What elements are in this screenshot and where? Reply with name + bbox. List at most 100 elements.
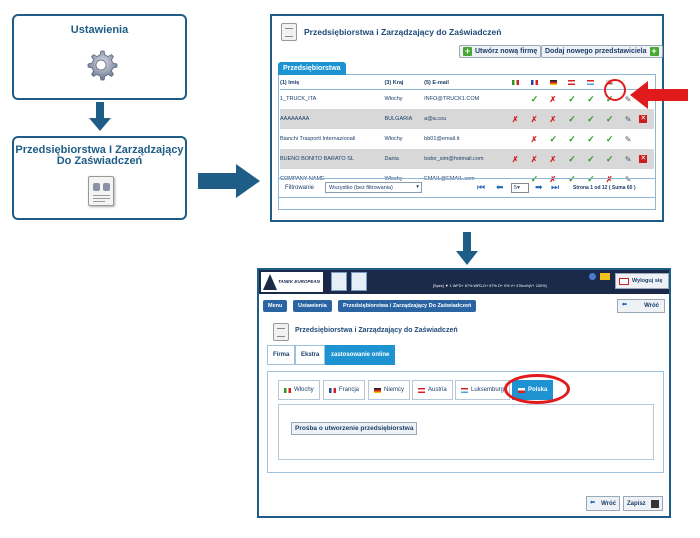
cell-name: AAAAAAAA [280,109,385,129]
breadcrumb-menu[interactable]: Menu [263,300,288,312]
first-page-icon[interactable]: ⏮ [477,182,486,192]
cell-status: ✓ [605,109,625,129]
document-icon [281,23,297,41]
document-icon [88,176,114,206]
prev-page-icon[interactable]: ⬅ [496,182,504,192]
cell-email: todor_sim@hotmail.com [424,149,512,169]
edit-icon[interactable]: ✎ [624,134,632,144]
back-label: Wróć [644,303,659,309]
tab-firma[interactable]: Firma [267,345,296,365]
card-reader-icon[interactable] [331,272,347,291]
cell-edit: ✎ [625,129,640,149]
col-country[interactable]: (3) Kraj [384,77,425,90]
edit-col [624,77,640,90]
chevron-down-icon: ▾ [416,184,419,190]
tab-france[interactable]: Francja [323,380,366,400]
page-size-select[interactable]: 5▾ [511,183,529,193]
tab-ekstra[interactable]: Ekstra [295,345,326,365]
arrow-down-icon [456,232,478,265]
flag-austria-icon [418,387,425,393]
edit-icon[interactable]: ✎ [624,114,632,124]
cell-status: ✗ [549,109,569,129]
filter-label: Filtrowanie [285,185,315,191]
delete-icon[interactable]: ✕ [639,155,648,163]
document-icon [273,323,289,341]
cell-delete: ✕ [639,149,654,169]
tab-online[interactable]: zastosowanie online [325,345,396,365]
edit-icon[interactable]: ✎ [624,174,632,184]
cell-status: ✗ [549,149,569,169]
edit-icon[interactable]: ✎ [624,154,632,164]
add-representative-button[interactable]: Dodaj nowego przedstawiciela + [541,45,663,58]
logout-button[interactable]: Wyloguj się [615,273,669,289]
flag-italy-icon [511,77,531,90]
red-arrow-icon [630,81,688,109]
request-company-button[interactable]: Prośba o utworzenie przedsiębiorstwa [291,422,418,435]
mail-icon[interactable] [600,273,610,280]
tab-companies[interactable]: Przedsiębiorstwa [278,62,346,75]
info-icon[interactable] [589,273,596,280]
back-button-bottom[interactable]: ⬅ Wróć [586,496,620,511]
cell-edit: ✎ [625,89,640,109]
next-page-icon[interactable]: ➡ [535,182,543,192]
cell-country: Włochy [384,96,403,103]
country-panel [278,404,654,460]
flag-france-icon [329,387,336,393]
cell-status: ✓ [605,149,625,169]
cell-country: Dania [384,149,425,169]
settings-card[interactable]: Ustawienia [12,14,187,100]
create-company-button[interactable]: + Utwórz nową firmę [459,45,542,58]
tab-austria-label: Austria [428,387,447,393]
plus-icon: + [463,46,472,56]
logout-icon [619,278,629,285]
highlight-circle [604,79,626,101]
company-card[interactable]: Przedsiębiorstwa I Zarządzający Do Zaświ… [12,136,187,220]
truck-icon[interactable] [351,272,367,291]
arrow-down-icon [89,102,111,131]
flag-luxembourg-icon [587,77,606,90]
tab-italy-label: Włochy [294,387,314,393]
edit-icon[interactable]: ✎ [624,94,632,104]
delete-icon[interactable]: ✕ [639,115,648,123]
tab-germany[interactable]: Niemcy [368,380,411,400]
save-button[interactable]: Zapisz [623,496,663,511]
cell-email: a@a.cou [424,109,512,129]
cell-status: ✓ [587,149,606,169]
back-button-top[interactable]: ⬅ Wróć [617,299,665,313]
tab-italy[interactable]: Włochy [278,380,320,400]
save-label: Zapisz [627,501,646,507]
cell-status [512,89,531,109]
tab-luxembourg-label: Luksemburg [471,387,505,393]
back-arrow-icon: ⬅ [590,500,596,506]
cell-status: ✓ [568,93,576,104]
cell-edit: ✎ [625,169,640,189]
cell-edit: ✎ [624,149,640,169]
cell-email: bb01@email.it [424,136,460,142]
tab-austria[interactable]: Austria [412,380,453,400]
create-company-label: Utwórz nową firmę [475,48,538,55]
cell-status: ✓ [587,109,606,129]
breadcrumb-settings[interactable]: Ustawienia [293,300,332,312]
cell-status: ✗ [530,134,538,144]
last-page-icon[interactable]: ⏭ [551,182,560,192]
cell-delete: ✕ [639,109,654,129]
cell-name: Bianchi Trasporti Internazionali [280,136,356,142]
arrow-right-icon [198,164,260,198]
cell-status: ✗ [549,94,557,104]
companies-table: (1) Imię (3) Kraj (5) E-mail 1_TRUCK_ITA… [280,77,654,189]
breadcrumb-companies[interactable]: Przedsiębiorstwa i Zarządzający Do Zaświ… [338,300,477,312]
flag-italy-icon [284,387,291,393]
tab-luxembourg[interactable]: Luksemburg [455,380,511,400]
settings-title: Ustawienia [70,24,129,36]
status-text: [Spec] ▼ 1 WFD+ 67% WFD-D+ 67% D+ 0% V+ … [433,284,547,288]
filter-select[interactable]: Wszystko (bez filtrowania) ▾ [325,182,422,193]
flag-germany-icon [549,77,569,90]
col-email[interactable]: (5) E-mail [424,77,512,90]
cell-status: ✓ [549,133,558,144]
col-name[interactable]: (1) Imię [280,77,385,90]
filter-value: Wszystko (bez filtrowania) [329,185,393,191]
